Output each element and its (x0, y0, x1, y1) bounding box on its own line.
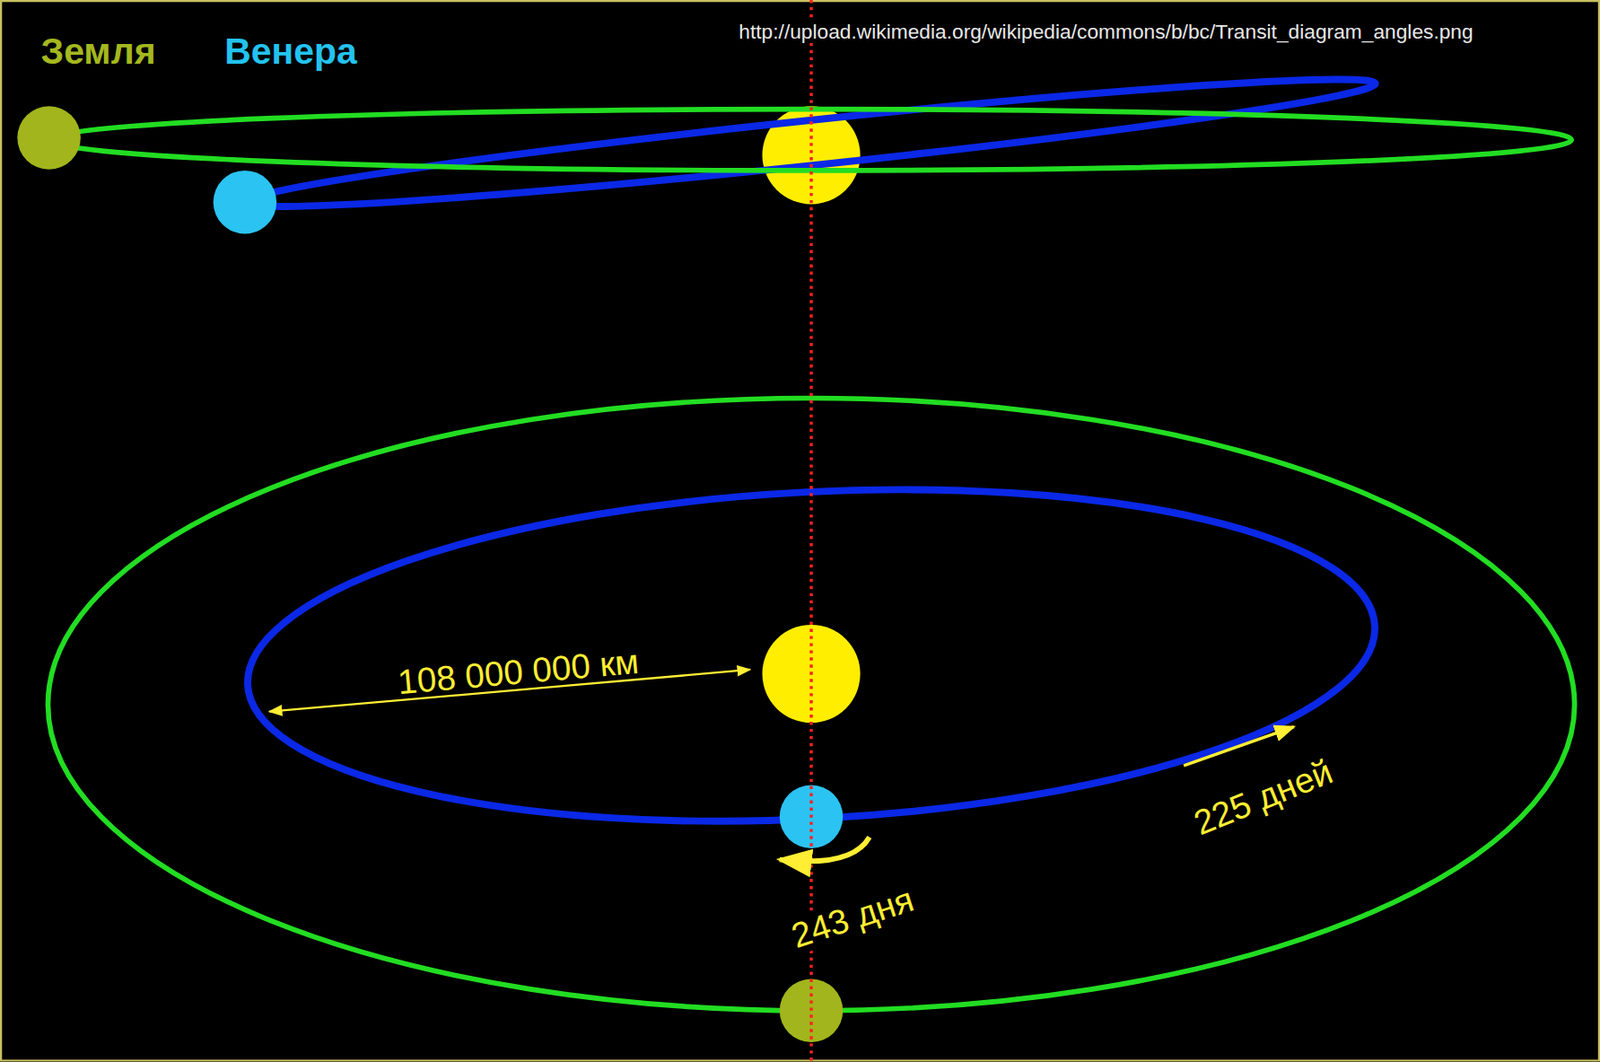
rotation-arrow (779, 836, 870, 861)
earth-orbit (47, 397, 1574, 1010)
source-url: http://upload.wikimedia.org/wikipedia/co… (736, 20, 1476, 44)
venus-legend-label: Венера (224, 30, 358, 71)
earth-legend-label: Земля (40, 30, 156, 71)
orbit-direction-arrow (1183, 726, 1294, 766)
earth-orbit (51, 109, 1572, 171)
venus-orbit (239, 462, 1384, 848)
axis-line (809, 0, 813, 1062)
earth (17, 105, 81, 170)
rotation-label: 243 дня (785, 879, 921, 956)
venus (213, 170, 278, 235)
distance-label: 108 000 000 км (396, 642, 641, 702)
period-label: 225 дней (1187, 751, 1341, 843)
